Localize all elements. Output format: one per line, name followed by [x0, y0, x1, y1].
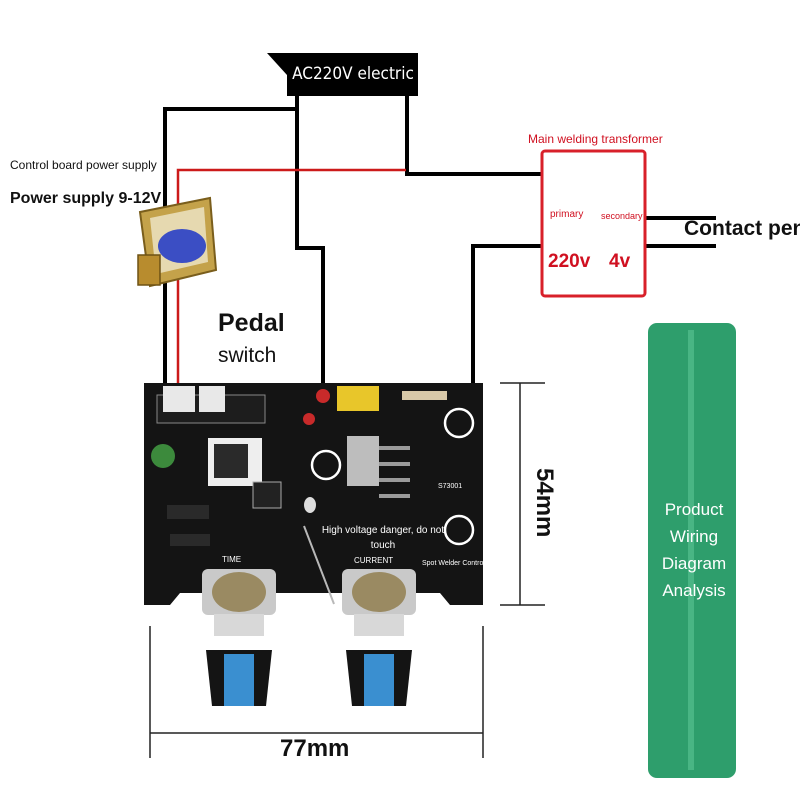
pcb-model-label: Spot Welder Controller	[422, 560, 493, 567]
current-knob	[342, 569, 416, 706]
black-wires	[163, 96, 716, 395]
primary-label: primary	[550, 209, 584, 220]
pcb-current-label: CURRENT	[354, 556, 394, 565]
ac-source-block	[287, 53, 418, 96]
time-knob	[202, 569, 276, 706]
capacitor	[151, 444, 175, 468]
resistor	[402, 391, 447, 400]
pcb-time-label: TIME	[222, 555, 242, 564]
secondary-voltage: 4v	[609, 251, 631, 272]
ac-power-label: AC220V electric	[292, 64, 414, 84]
transformer-title: Main welding transformer	[528, 132, 663, 146]
primary-voltage: 220v	[548, 251, 591, 272]
scr-heatsink	[347, 436, 379, 486]
pcb-board	[144, 383, 483, 605]
pcb-warning-text: High voltage danger, do not touch	[321, 525, 445, 551]
dimension-lines	[149, 382, 545, 758]
width-dimension: 77mm	[280, 735, 350, 762]
panel-caption: Product Wiring Diagram Analysis	[661, 500, 727, 600]
power-supply-label: Power supply 9-12V	[10, 190, 162, 207]
pedal-label: Pedal	[218, 309, 285, 337]
secondary-label: secondary	[601, 211, 643, 221]
red-wires	[176, 168, 406, 388]
switch-label: switch	[218, 344, 277, 367]
pedal-connector	[199, 386, 225, 412]
film-capacitor	[337, 386, 379, 411]
main-transformer-box	[540, 149, 647, 298]
control-transformer	[137, 196, 218, 288]
height-dimension: 54mm	[531, 468, 558, 538]
pcb-code-label: S73001	[438, 483, 463, 490]
contact-pen-label: Contact pen	[684, 217, 800, 240]
power-connector	[163, 386, 195, 412]
control-board-supply-label: Control board power supply	[10, 158, 157, 172]
